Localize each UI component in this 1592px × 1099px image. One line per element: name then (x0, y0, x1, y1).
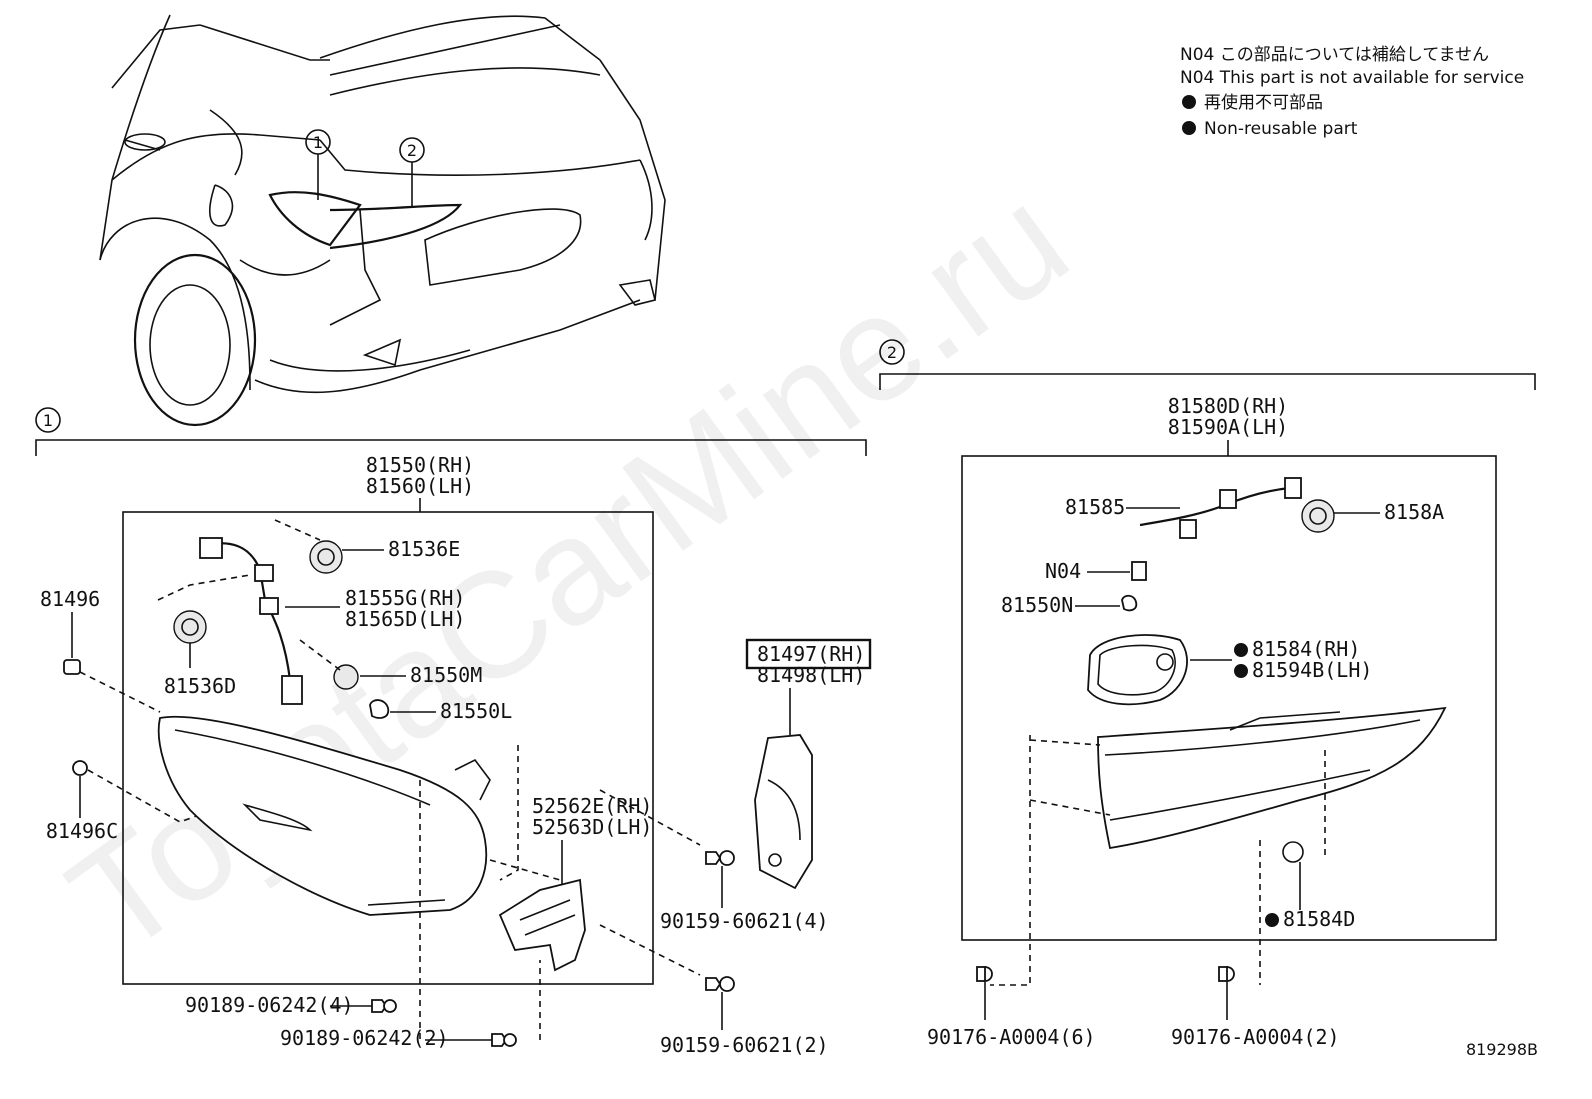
label-81580D: 81580D(RH) (1168, 394, 1288, 418)
non-reusable-dot-icon (1234, 643, 1248, 657)
label-81555G: 81555G(RH) (345, 586, 465, 610)
note-n04-en: N04 This part is not available for servi… (1180, 68, 1524, 88)
callout-2-on-vehicle: 2 (399, 137, 425, 208)
label-81536E: 81536E (388, 537, 460, 561)
label-90189-2: 90189-06242(2) (280, 1026, 449, 1050)
label-81496: 81496 (40, 587, 100, 611)
label-81496C: 81496C (46, 819, 118, 843)
group-1-callout: 1 (43, 411, 53, 430)
non-reusable-dot-icon (1182, 121, 1196, 135)
label-90159-4: 90159-60621(4) (660, 909, 829, 933)
highlight-81497-frame (745, 638, 872, 670)
non-reusable-dot-icon (1234, 664, 1248, 678)
svg-text:2: 2 (407, 141, 417, 160)
label-81497: 81497(RH) (757, 642, 865, 666)
label-81560: 81560(LH) (366, 474, 474, 498)
svg-text:1: 1 (313, 133, 323, 152)
callout-1-on-vehicle: 1 (305, 129, 331, 200)
label-81594B: 81594B(LH) (1252, 658, 1372, 682)
note-n04-jp: N04 この部品については補給してません (1180, 45, 1489, 65)
watermark: ToyotaCarMine.ru (40, 154, 1096, 986)
label-81550L: 81550L (440, 699, 512, 723)
label-81584D: 81584D (1283, 907, 1355, 931)
label-81565D: 81565D(LH) (345, 607, 465, 631)
label-8158A: 8158A (1384, 500, 1444, 524)
label-81550M: 81550M (410, 663, 482, 687)
label-90189-4: 90189-06242(4) (185, 993, 354, 1017)
label-81590A: 81590A(LH) (1168, 415, 1288, 439)
group-2-callout: 2 (887, 343, 897, 362)
label-81585: 81585 (1065, 495, 1125, 519)
vehicle-rear-illustration (99, 14, 666, 427)
non-reusable-dot-icon (1265, 913, 1279, 927)
group-1: 1 81550(RH) 81560(LH) 81555G(RH) 81565D(… (35, 407, 872, 1057)
label-n04: N04 (1045, 559, 1081, 583)
label-90176-6: 90176-A0004(6) (927, 1025, 1096, 1049)
label-81550N: 81550N (1001, 593, 1073, 617)
label-81536D: 81536D (164, 674, 236, 698)
note-nonreusable-jp: 再使用不可部品 (1204, 92, 1323, 113)
note-nonreusable-en: Non-reusable part (1204, 119, 1358, 139)
figure-id: 819298B (1466, 1040, 1538, 1059)
non-reusable-dot-icon (1182, 95, 1196, 109)
label-90159-2: 90159-60621(2) (660, 1033, 829, 1057)
label-81550: 81550(RH) (366, 453, 474, 477)
label-81584: 81584(RH) (1252, 637, 1360, 661)
label-90176-2: 90176-A0004(2) (1171, 1025, 1340, 1049)
label-81498: 81498(LH) (757, 663, 865, 687)
group-2: 2 81580D(RH) 81590A(LH) 81585 8158A N04 … (879, 339, 1536, 1049)
label-52562E: 52562E(RH) (532, 794, 652, 818)
legend-notes: N04 この部品については補給してません N04 This part is no… (1180, 45, 1524, 139)
label-52563D: 52563D(LH) (532, 815, 652, 839)
